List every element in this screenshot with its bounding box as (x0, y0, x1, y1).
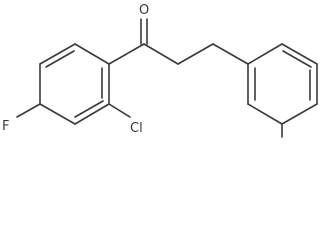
fluorochlorophenyl-ring (39, 43, 110, 125)
c-f-bond (16, 103, 41, 118)
methylphenyl-ring (247, 43, 318, 125)
chlorine-label: Cl (130, 121, 143, 136)
ring-b-bond (281, 103, 318, 125)
chain-bond (212, 43, 249, 65)
ring-a-double-bond (74, 100, 104, 118)
chemical-structure: F Cl O (2, 3, 318, 138)
ring-a-bond (74, 43, 110, 65)
ring-b-bond (247, 43, 283, 65)
c-cl-bond (108, 103, 131, 118)
ring-b-bond (281, 43, 318, 65)
ring-carbonyl-bond (108, 43, 145, 65)
fluorine-label: F (2, 119, 9, 134)
ring-a-double-bond (45, 50, 75, 68)
ring-a-bond (39, 103, 76, 125)
chain-bond (143, 43, 179, 65)
ring-b-bond (247, 103, 283, 125)
ring-a-bond (74, 103, 110, 125)
oxygen-label: O (139, 3, 149, 18)
ring-a-bond (39, 43, 76, 65)
ring-b-double-bond (282, 50, 312, 68)
chain-bond (177, 43, 214, 65)
